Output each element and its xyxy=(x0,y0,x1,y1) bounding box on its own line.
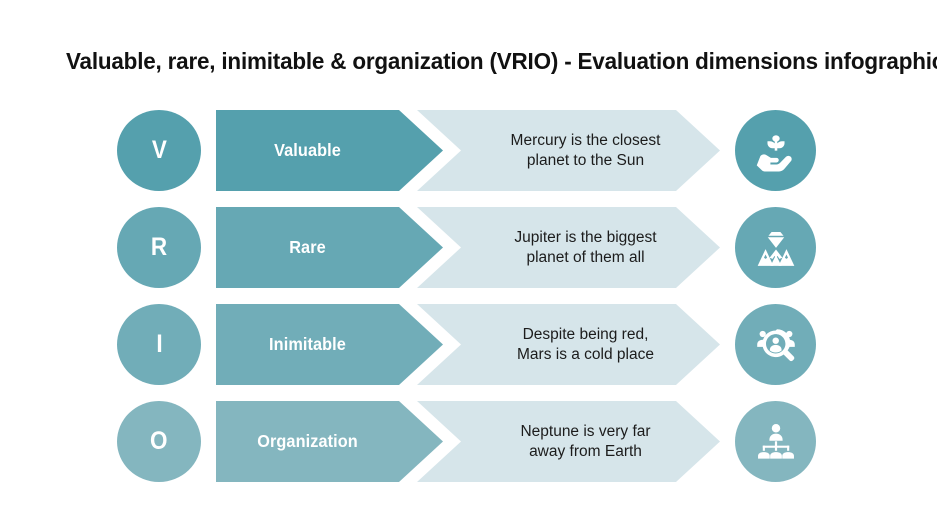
description-text: Despite being red, Mars is a cold place xyxy=(476,325,696,365)
description-line-2: planet to the Sun xyxy=(526,151,645,169)
description-text: Jupiter is the biggest planet of them al… xyxy=(476,228,696,268)
icon-circle-organization[interactable] xyxy=(735,401,816,482)
description-line-2: Mars is a cold place xyxy=(517,345,654,363)
description-line-2: away from Earth xyxy=(529,442,642,460)
letter-circle-v[interactable]: V xyxy=(117,110,201,191)
description-line-1: Mercury is the closest xyxy=(510,131,661,149)
description-line-1: Jupiter is the biggest xyxy=(514,228,657,246)
org-chart-icon xyxy=(754,420,798,464)
description-chevron-organization[interactable]: Neptune is very far away from Earth xyxy=(417,401,720,482)
description-text: Mercury is the closest planet to the Sun xyxy=(476,131,696,171)
label-chevron-text: Organization xyxy=(257,431,358,451)
letter-circle-r[interactable]: R xyxy=(117,207,201,288)
label-chevron-inimitable[interactable]: Inimitable xyxy=(216,304,443,385)
vrio-row: I Inimitable Despite being red, Mars is … xyxy=(0,304,937,385)
letter-circle-o[interactable]: O xyxy=(117,401,201,482)
letter-circle-i[interactable]: I xyxy=(117,304,201,385)
label-chevron-text: Inimitable xyxy=(269,334,346,354)
icon-circle-rare[interactable] xyxy=(735,207,816,288)
description-chevron-rare[interactable]: Jupiter is the biggest planet of them al… xyxy=(417,207,720,288)
letter-circle-label: R xyxy=(150,233,168,261)
label-chevron-text: Valuable xyxy=(274,140,341,160)
label-chevron-rare[interactable]: Rare xyxy=(216,207,443,288)
description-text: Neptune is very far away from Earth xyxy=(476,422,696,462)
description-chevron-valuable[interactable]: Mercury is the closest planet to the Sun xyxy=(417,110,720,191)
hand-holding-plant-icon xyxy=(754,129,798,173)
label-chevron-organization[interactable]: Organization xyxy=(216,401,443,482)
vrio-row: O Organization Neptune is very far away … xyxy=(0,401,937,482)
icon-circle-valuable[interactable] xyxy=(735,110,816,191)
label-chevron-valuable[interactable]: Valuable xyxy=(216,110,443,191)
description-line-1: Neptune is very far xyxy=(520,422,651,440)
vrio-row: V Valuable Mercury is the closest planet… xyxy=(0,110,937,191)
vrio-row: R Rare Jupiter is the biggest planet of … xyxy=(0,207,937,288)
letter-circle-label: O xyxy=(150,427,168,455)
letter-circle-label: V xyxy=(151,136,167,164)
diamond-mountains-icon xyxy=(754,226,798,270)
description-line-1: Despite being red, xyxy=(522,325,649,343)
page-title: Valuable, rare, inimitable & organizatio… xyxy=(66,48,937,74)
description-chevron-inimitable[interactable]: Despite being red, Mars is a cold place xyxy=(417,304,720,385)
label-chevron-text: Rare xyxy=(289,237,326,257)
letter-circle-label: I xyxy=(155,330,163,358)
magnifier-people-icon xyxy=(754,323,798,367)
icon-circle-inimitable[interactable] xyxy=(735,304,816,385)
description-line-2: planet of them all xyxy=(526,248,645,266)
